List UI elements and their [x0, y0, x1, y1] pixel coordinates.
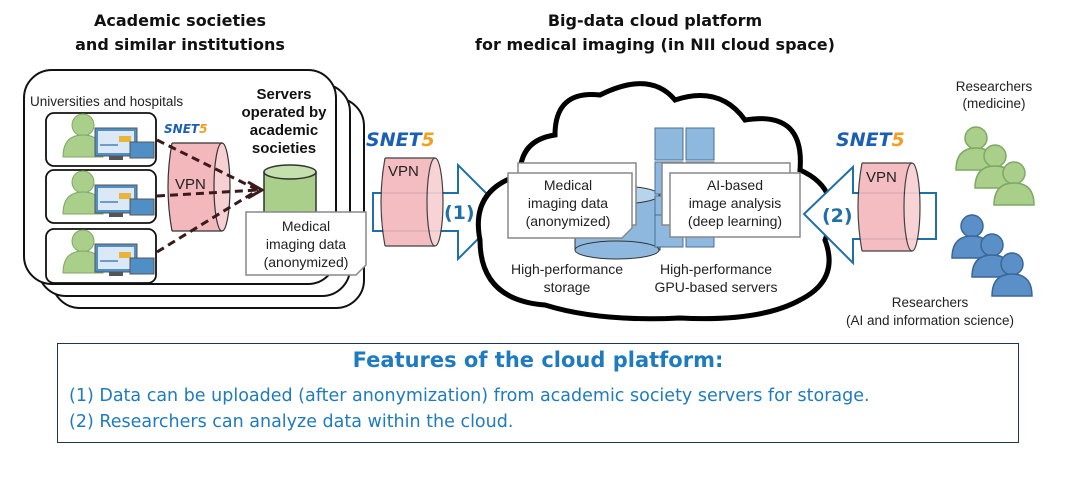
left-data-document: Medical imaging data (anonymized) [245, 211, 367, 276]
sinet5-logo-left: SNET5 [164, 122, 207, 136]
storage-label-1: High-performance [511, 261, 623, 277]
svg-text:image analysis: image analysis [689, 195, 782, 211]
researchers-ai-label-2: (AI and information science) [846, 313, 1014, 328]
center-title-line1: Big-data cloud platform [548, 11, 762, 30]
left-title-line2: and similar institutions [75, 35, 285, 54]
researchers-medicine-label-2: (medicine) [962, 96, 1025, 111]
svg-text:(anonymized): (anonymized) [264, 254, 349, 270]
laptop-icon [129, 198, 155, 216]
servers-label-4: societies [252, 140, 316, 157]
svg-text:VPN: VPN [866, 169, 897, 186]
university-box-1 [45, 112, 157, 167]
feature-item-2: (2) Researchers can analyze data within … [69, 412, 514, 432]
arrowhead-icon [247, 180, 266, 200]
dashed-connections [156, 138, 259, 254]
universities-label: Universities and hospitals [30, 94, 183, 109]
svg-text:imaging data: imaging data [528, 195, 608, 211]
researchers-ai-icon [951, 214, 1033, 297]
svg-text:(anonymized): (anonymized) [526, 213, 611, 229]
researchers-medicine-icon [955, 126, 1035, 206]
servers-label-3: academic [250, 122, 318, 139]
feature-item-1: (1) Data can be uploaded (after anonymiz… [69, 386, 870, 406]
laptop-icon [129, 141, 155, 159]
center-title-line2: for medical imaging (in NII cloud space) [475, 35, 835, 54]
svg-text:Medical: Medical [282, 218, 330, 234]
gpu-label-2: GPU-based servers [655, 279, 778, 295]
svg-text:Medical: Medical [544, 177, 592, 193]
svg-text:(deep learning): (deep learning) [688, 213, 782, 229]
university-box-3 [45, 228, 157, 284]
ai-analysis-document: AI-based image analysis (deep learning) [661, 162, 801, 238]
sinet5-logo-center: SNET5 [366, 129, 435, 151]
cloud-data-document: Medical imaging data (anonymized) [507, 162, 637, 239]
svg-text:AI-based: AI-based [707, 177, 763, 193]
sinet5-logo-right: SNET5 [836, 129, 905, 151]
left-title-line1: Academic societies [94, 11, 266, 30]
gpu-label-1: High-performance [660, 261, 772, 277]
laptop-icon [129, 257, 155, 275]
university-box-2 [45, 169, 157, 224]
servers-label-1: Servers [256, 86, 311, 103]
vpn-tunnel-right: VPN [857, 162, 921, 252]
svg-text:imaging data: imaging data [266, 236, 346, 252]
features-title: Features of the cloud platform: [352, 348, 724, 372]
features-box: Features of the cloud platform: (1) Data… [57, 343, 1019, 443]
vpn-tunnel-center: VPN [380, 157, 444, 247]
svg-text:VPN: VPN [388, 163, 419, 180]
researchers-ai-label-1: Researchers [892, 295, 969, 310]
storage-label-2: storage [544, 279, 591, 295]
vpn-tunnel-left: VPN [167, 142, 231, 232]
svg-text:VPN: VPN [175, 176, 206, 193]
researchers-medicine-label-1: Researchers [956, 79, 1033, 94]
servers-label-2: operated by [241, 104, 327, 121]
arrow-2-label: (2) [822, 205, 853, 227]
arrow-1-label: (1) [444, 202, 475, 224]
